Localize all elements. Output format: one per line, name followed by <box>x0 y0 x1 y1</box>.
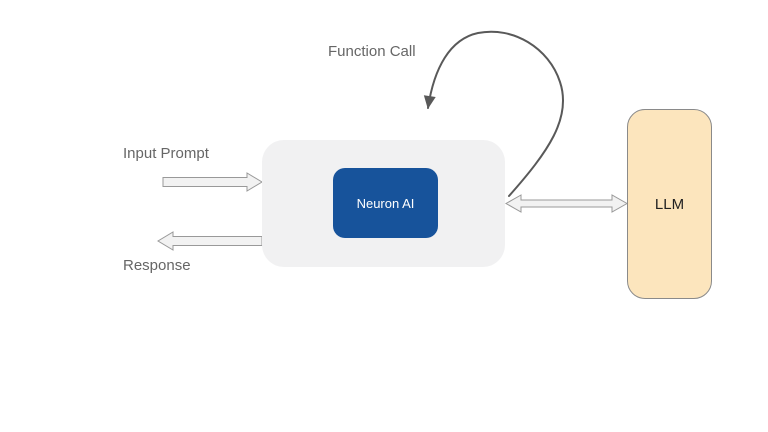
neuron-ai-label: Neuron AI <box>356 195 415 211</box>
neuron-ai-node: Neuron AI <box>333 168 438 238</box>
input-prompt-arrow <box>162 172 263 192</box>
function-call-label: Function Call <box>328 43 416 60</box>
llm-node: LLM <box>627 109 712 299</box>
response-label: Response <box>123 257 191 274</box>
llm-label: LLM <box>654 195 685 213</box>
response-arrow <box>157 231 263 251</box>
input-prompt-label: Input Prompt <box>123 145 209 162</box>
bidirectional-arrow <box>504 194 629 213</box>
